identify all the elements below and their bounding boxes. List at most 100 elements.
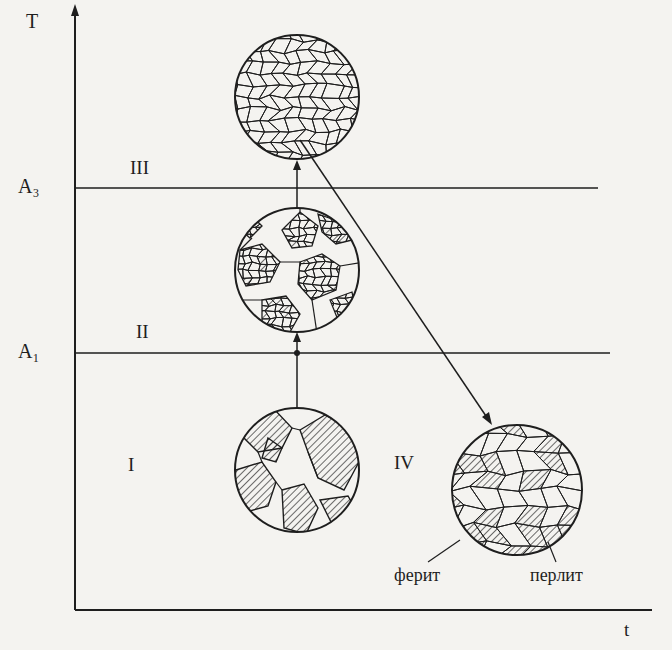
grain [369,271,383,277]
grain [387,84,408,99]
pearlite-grain [599,401,636,415]
pearlite-grain [644,548,672,563]
grain [335,74,352,87]
grain [369,298,380,305]
grain [369,234,381,243]
grain [205,73,229,88]
grain [312,119,329,133]
grain [215,199,230,207]
grain [521,596,548,621]
patch-outline [298,254,340,300]
grain [604,505,636,526]
grain [304,318,316,326]
pearlite-grain [601,564,628,581]
intercritical-structure [215,190,391,348]
pearlite-grain [470,471,506,489]
grain [334,174,356,187]
grain [601,544,629,567]
grain [256,208,267,216]
grain [348,49,369,63]
grain [325,164,344,174]
grain [258,132,280,144]
pearlite-grain [390,597,417,622]
grain [232,27,248,40]
grain [540,377,567,398]
grain [479,602,503,621]
grain [209,95,226,108]
grain [349,129,371,141]
grain [361,151,383,164]
ferrite-boundary [308,452,318,478]
grain [644,599,672,618]
grain [246,27,267,40]
normalized-structure [386,376,672,621]
stage-number: II [134,322,151,343]
grain [346,331,357,341]
grain [295,319,310,325]
grain [477,398,503,421]
grain [368,304,380,312]
grain [379,229,389,236]
grain [349,141,372,153]
patch-outline [282,212,318,248]
grain [291,289,303,299]
grain [298,118,316,133]
grain [313,200,327,206]
grain [413,597,441,618]
grain [247,107,267,123]
grain [296,49,318,62]
grain [233,140,250,155]
grain [387,142,407,153]
stage-number: III [128,158,151,179]
grain [362,296,373,305]
grain [379,220,391,229]
grain [359,270,372,277]
pearlite-grain [410,397,447,416]
grain [369,255,379,264]
grain [248,262,260,271]
grain [274,340,284,347]
grain [361,338,372,348]
ferrite-boundary [280,261,300,262]
micrograph-circle [235,208,359,332]
grain [274,332,284,341]
grain [450,600,489,621]
grain [219,207,230,213]
pearlite-grain [337,331,349,341]
grain [360,229,375,235]
grain [297,15,316,31]
grain [644,523,672,549]
grain [369,229,381,236]
grain [284,166,301,179]
pearlite-grain [329,256,341,263]
grain [450,380,487,402]
grain [377,119,391,130]
grain [618,523,656,549]
grain [328,208,343,214]
grain [240,207,253,215]
grain [209,141,223,156]
grain [313,312,327,318]
grain [367,331,381,341]
grain [361,234,374,243]
grain [271,166,287,179]
grain [208,38,229,52]
pearlite-grain [512,398,550,420]
grain [224,290,237,297]
grain [638,487,672,510]
pearlite-grain [360,326,373,334]
grain [219,213,229,221]
grain [241,291,251,299]
grain [218,227,227,235]
grain [361,255,372,263]
grain [344,220,358,229]
grain [335,164,356,175]
grain [226,338,236,347]
grain [477,417,507,434]
grain [346,276,356,283]
grain [307,162,332,176]
grain [335,256,350,262]
grain [296,162,319,178]
grain [218,50,239,64]
pearlite-colony [236,520,262,540]
